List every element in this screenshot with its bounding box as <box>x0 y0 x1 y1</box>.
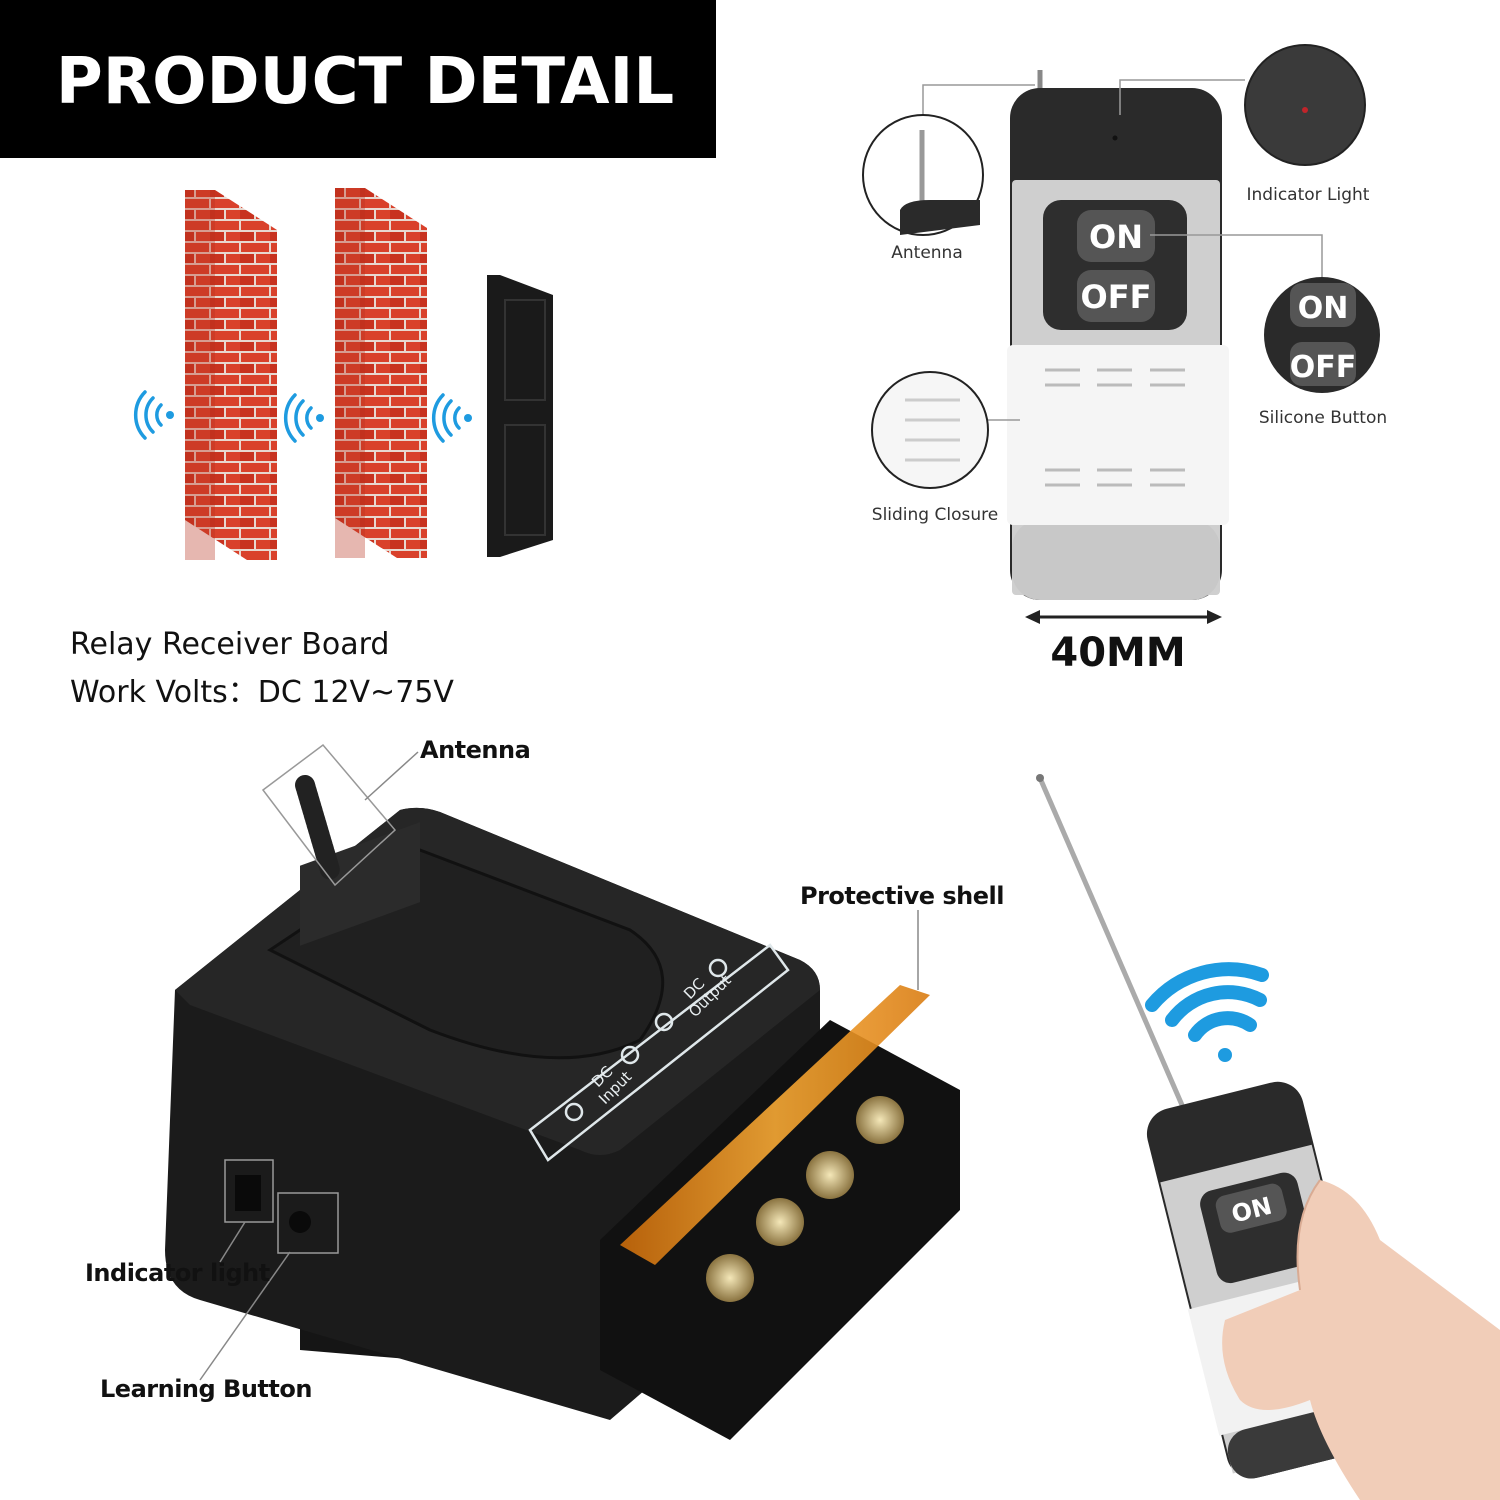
banner-title: PRODUCT DETAIL <box>56 45 674 119</box>
off-button-label: OFF <box>1081 278 1152 316</box>
brick-wall-2 <box>335 188 427 558</box>
width-label: 40MM <box>1050 630 1185 676</box>
learning-button <box>289 1211 311 1233</box>
spec-volts: Work Volts：DC 12V~75V <box>70 675 454 710</box>
svg-text:OFF: OFF <box>1290 350 1357 385</box>
indicator-light-callout <box>1244 44 1366 166</box>
protective-shell-label: Protective shell <box>800 882 1004 910</box>
remote-control: ON OFF <box>1007 70 1229 600</box>
spec-title: Relay Receiver Board <box>70 627 389 662</box>
on-button-label: ON <box>1089 218 1143 256</box>
board-antenna <box>261 743 397 887</box>
terminal-screw <box>856 1096 904 1144</box>
title-banner: PRODUCT DETAIL <box>0 0 716 158</box>
indicator-light <box>235 1175 261 1211</box>
wifi-signal-icon <box>1145 962 1269 1062</box>
protective-shell <box>620 985 930 1265</box>
width-dimension: 40MM <box>1025 610 1222 676</box>
hand-held-remote: ON <box>1036 774 1500 1500</box>
terminal-screw <box>706 1254 754 1302</box>
indicator-light-label: Indicator Light <box>1247 185 1370 205</box>
signal-icon <box>133 390 174 440</box>
sliding-closure-callout <box>871 371 989 489</box>
board-antenna-label: Antenna <box>420 736 530 764</box>
relay-receiver-board: DC Input DC Output <box>165 743 960 1440</box>
signal-icon <box>431 393 472 443</box>
silicone-button-callout: ON OFF <box>1264 277 1380 393</box>
svg-text:ON: ON <box>1298 291 1349 326</box>
signal-icon <box>283 393 324 443</box>
learning-button-label: Learning Button <box>100 1375 312 1403</box>
terminal-screw <box>756 1198 804 1246</box>
door <box>487 275 553 557</box>
brick-wall-1 <box>185 190 277 560</box>
antenna-callout <box>862 114 984 236</box>
sliding-closure-label: Sliding Closure <box>872 505 998 525</box>
silicone-button-label: Silicone Button <box>1259 408 1387 428</box>
antenna-label: Antenna <box>891 243 963 263</box>
sliding-closure <box>1007 345 1229 525</box>
terminal-screw <box>806 1151 854 1199</box>
indicator-light-label-board: Indicator light <box>85 1259 270 1287</box>
